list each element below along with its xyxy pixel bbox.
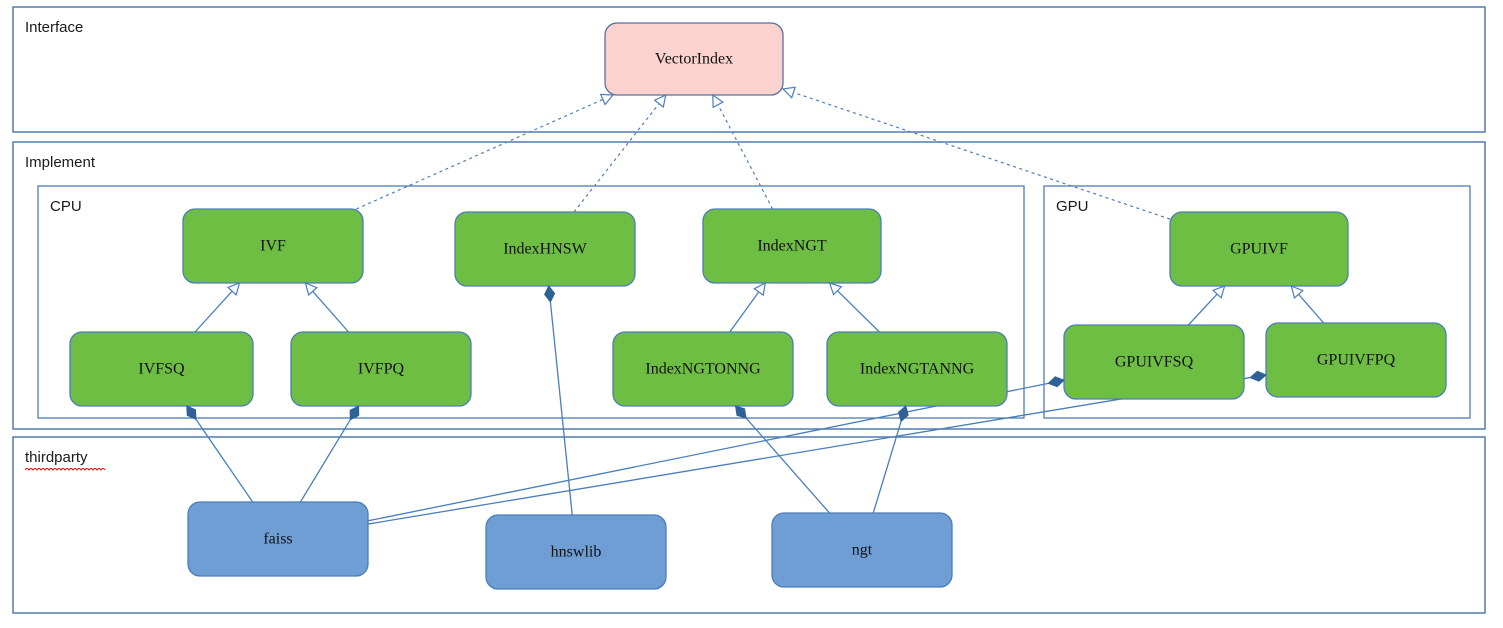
class-node-gpuivfpq-label: GPUIVFPQ [1317,352,1396,369]
class-node-gpuivf[interactable]: GPUIVF [1169,211,1349,287]
composition-filled-diamond-icon [544,285,556,303]
composition-filled-diamond-icon [898,405,909,423]
class-node-gpuivfsq-box[interactable] [1063,324,1245,400]
class-node-ivf-box[interactable] [182,208,364,284]
edge-gpuivfpq-to-gpuivf [1298,293,1325,324]
class-node-ivfpq[interactable]: IVFPQ [290,331,472,407]
class-node-gpuivfpq-box[interactable] [1265,322,1447,398]
group-thirdparty-rect [12,436,1486,614]
group-cpu-label: CPU [50,198,82,215]
class-node-gpuivf-label: GPUIVF [1230,241,1288,258]
composition-filled-diamond-icon [734,405,747,419]
class-node-ivfsq[interactable]: IVFSQ [69,331,254,407]
group-thirdparty: thirdparty [12,436,1486,614]
arrowhead-hollow-triangle-icon [1290,284,1304,299]
class-node-indexngtonng-box[interactable] [612,331,794,407]
class-node-ngt[interactable]: ngt [771,512,953,588]
group-thirdparty-label: thirdparty [25,449,88,466]
class-node-indexngt[interactable]: IndexNGT [702,208,882,284]
class-node-vectorindex-box[interactable] [604,22,784,96]
group-gpu-rect [1043,185,1471,419]
class-node-indexhnsw[interactable]: IndexHNSW [454,211,636,287]
composition-filled-diamond-icon [349,405,360,421]
edge-ngt-to-indexngtanng [872,421,902,514]
edge-faiss-to-gpuivfpq [367,376,1251,525]
arrowhead-hollow-triangle-icon [1211,285,1226,299]
class-node-indexngtanng[interactable]: IndexNGTANNG [826,331,1008,407]
class-node-ivf[interactable]: IVF [182,208,364,284]
class-node-faiss-label: faiss [263,531,292,548]
class-node-hnswlib-label: hnswlib [551,544,602,561]
arrowhead-hollow-triangle-icon [226,282,241,296]
edge-indexngtonng-to-indexngt [729,291,760,333]
group-gpu: GPU [1043,185,1471,419]
class-node-ivfsq-box[interactable] [69,331,254,407]
arrowhead-hollow-triangle-icon [828,282,843,296]
arrowhead-hollow-triangle-icon [712,93,724,109]
class-node-vectorindex[interactable]: VectorIndex [604,22,784,96]
arrowhead-hollow-triangle-icon [781,86,797,99]
class-node-vectorindex-label: VectorIndex [655,51,733,68]
class-node-indexngt-label: IndexNGT [757,238,827,255]
edge-faiss-to-ivfpq [299,419,351,503]
edge-gpuivfsq-to-gpuivf [1187,293,1218,326]
class-node-gpuivf-box[interactable] [1169,211,1349,287]
class-node-ngt-box[interactable] [771,512,953,588]
arrowhead-hollow-triangle-icon [599,93,615,106]
class-node-ngt-label: ngt [852,542,873,559]
class-node-ivfsq-label: IVFSQ [138,361,185,378]
edge-hnswlib-to-indexhnsw [549,301,573,516]
class-node-hnswlib-box[interactable] [485,514,667,590]
group-gpu-label: GPU [1056,198,1089,215]
class-node-indexhnsw-label: IndexHNSW [503,241,587,258]
group-cpu: CPU [37,185,1025,419]
edge-gpuivf-to-vectorindex [793,91,1171,220]
class-node-indexngt-box[interactable] [702,208,882,284]
edge-layer [194,91,1325,525]
edge-indexngt-to-vectorindex [717,104,774,210]
composition-filled-diamond-icon [186,405,197,420]
arrowhead-hollow-triangle-icon [753,281,767,297]
edge-ngt-to-indexngtonng [745,417,830,514]
class-node-ivfpq-box[interactable] [290,331,472,407]
class-node-indexngtanng-label: IndexNGTANNG [860,361,975,378]
class-node-hnswlib[interactable]: hnswlib [485,514,667,590]
marker-layer [186,86,1304,423]
composition-filled-diamond-icon [1249,370,1267,382]
class-node-indexhnsw-box[interactable] [454,211,636,287]
class-node-gpuivfpq[interactable]: GPUIVFPQ [1265,322,1447,398]
class-node-ivf-label: IVF [260,238,286,255]
group-implement-label: Implement [25,154,96,171]
class-node-gpuivfsq[interactable]: GPUIVFSQ [1063,324,1245,400]
edge-ivfpq-to-ivf [312,290,350,333]
class-node-indexngtanng-box[interactable] [826,331,1008,407]
arrowhead-hollow-triangle-icon [653,93,667,109]
class-node-indexngtonng-label: IndexNGTONNG [645,361,761,378]
group-cpu-rect [37,185,1025,419]
class-node-indexngtonng[interactable]: IndexNGTONNG [612,331,794,407]
edge-ivfsq-to-ivf [194,290,233,333]
edge-faiss-to-ivfsq [195,418,254,503]
class-node-ivfpq-label: IVFPQ [358,361,405,378]
class-node-faiss[interactable]: faiss [187,501,369,577]
arrowhead-hollow-triangle-icon [304,281,319,296]
composition-filled-diamond-icon [1047,376,1065,388]
edge-indexngtanng-to-indexngt [836,290,880,333]
class-node-faiss-box[interactable] [187,501,369,577]
class-node-gpuivfsq-label: GPUIVFSQ [1115,354,1194,371]
group-interface-label: Interface [25,19,83,36]
spellcheck-squiggle-icon [24,467,106,472]
